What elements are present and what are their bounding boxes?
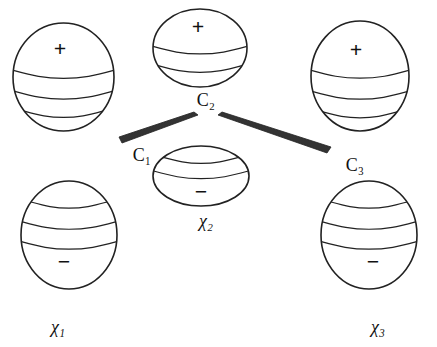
orbital-lobe: − (320, 180, 418, 290)
latitude-line (24, 111, 102, 117)
phase-sign: + (192, 16, 205, 38)
phase-sign: + (350, 39, 363, 61)
atom-label: C₃ (346, 156, 364, 174)
phase-sign: + (54, 38, 67, 60)
phase-sign: − (367, 251, 380, 273)
latitude-line (321, 242, 416, 250)
bond-wedge (119, 112, 198, 143)
bond-wedge (218, 112, 331, 153)
latitude-line (154, 171, 249, 179)
orbital-lobe: + (12, 22, 115, 132)
orbital-label: χ₂ (199, 212, 213, 230)
latitude-line (163, 157, 238, 163)
latitude-line (323, 112, 397, 118)
latitude-line (21, 242, 116, 250)
latitude-line (13, 70, 113, 78)
lobe-outline (310, 20, 410, 132)
latitude-line (31, 202, 107, 208)
orbital-lobe: − (152, 145, 250, 207)
lobe-outline (153, 146, 249, 206)
orbital-lobe: + (310, 20, 410, 132)
latitude-line (158, 66, 242, 73)
orbital-lobe: + (152, 8, 248, 88)
lobe-outline (20, 180, 118, 290)
lobe-outline (321, 181, 417, 289)
latitude-line (313, 92, 407, 100)
orbital-lobe: − (20, 180, 118, 290)
lobe-outline (21, 181, 117, 289)
lobe-outline (13, 23, 114, 131)
atom-label: C₁ (133, 146, 151, 164)
orbital-label: χ₃ (371, 318, 385, 336)
lobe-outline (311, 21, 409, 131)
latitude-line (153, 46, 247, 54)
phase-sign: − (195, 181, 208, 203)
atom-label: C₂ (197, 91, 215, 109)
lobe-outline (320, 180, 418, 290)
latitude-line (311, 70, 408, 78)
latitude-line (22, 222, 115, 229)
phase-sign: − (58, 251, 71, 273)
latitude-line (15, 91, 112, 99)
orbital-label: χ₁ (51, 318, 65, 336)
latitude-line (331, 202, 407, 208)
latitude-line (322, 222, 415, 229)
lobe-outline (153, 9, 247, 87)
